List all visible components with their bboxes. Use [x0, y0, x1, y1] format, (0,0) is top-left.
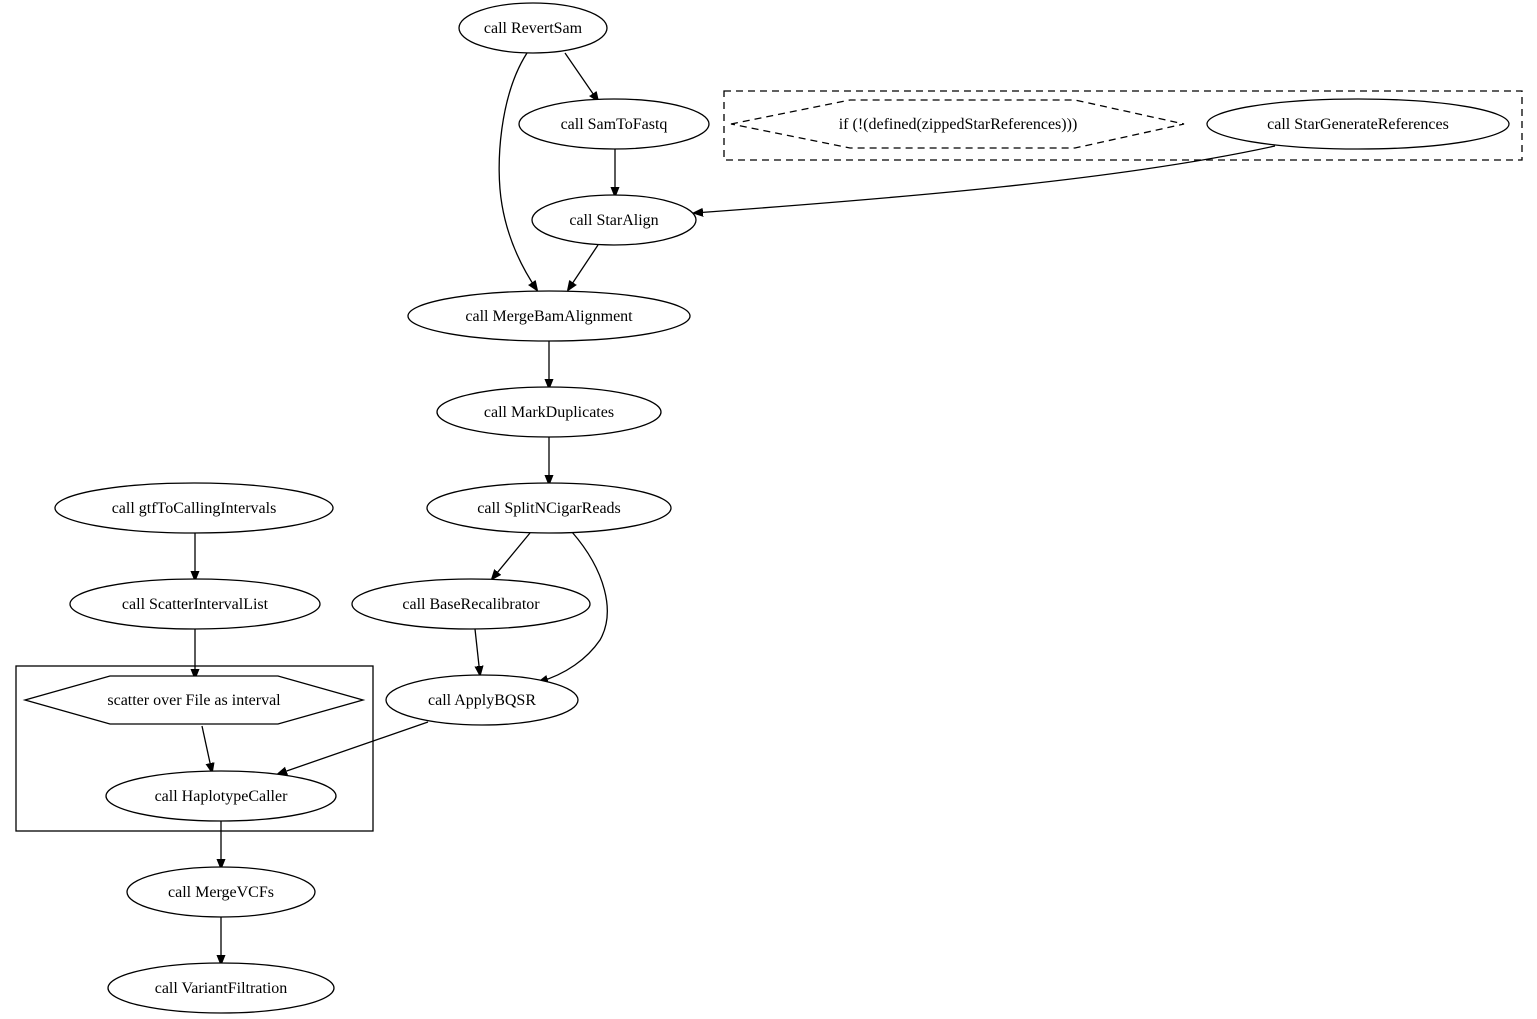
node-label: call BaseRecalibrator [402, 596, 540, 613]
node-label: call ScatterIntervalList [122, 596, 269, 613]
node-label: call MarkDuplicates [484, 404, 614, 421]
node-apply-bqsr[interactable]: call ApplyBQSR [385, 674, 579, 726]
node-mark-duplicates[interactable]: call MarkDuplicates [436, 386, 662, 438]
edge-baserecalibrator-applybqsr [475, 628, 480, 675]
edge-splitncigarreads-applybqsr [539, 531, 608, 682]
edge-stargeneratereferences-staralign [694, 145, 1276, 213]
node-label: call VariantFiltration [155, 980, 288, 997]
node-haplotype-caller[interactable]: call HaplotypeCaller [105, 770, 337, 822]
node-variant-filtration[interactable]: call VariantFiltration [107, 962, 335, 1014]
node-merge-bam-alignment[interactable]: call MergeBamAlignment [407, 290, 691, 342]
node-gtf-to-calling-intervals[interactable]: call gtfToCallingIntervals [54, 482, 334, 534]
node-label: call MergeBamAlignment [465, 308, 633, 325]
edge-revertsam-samtofastq [564, 52, 598, 101]
node-split-n-cigar-reads[interactable]: call SplitNCigarReads [426, 482, 672, 534]
node-base-recalibrator[interactable]: call BaseRecalibrator [351, 578, 591, 630]
edges [195, 52, 1276, 964]
node-revert-sam[interactable]: call RevertSam [458, 2, 608, 54]
node-label: call ApplyBQSR [428, 692, 536, 709]
node-conditional[interactable]: if (!(defined(zippedStarReferences))) [730, 99, 1185, 149]
edge-splitncigarreads-baserecalibrator [492, 532, 531, 579]
edge-staralign-mergebamalignment [568, 244, 599, 290]
node-label: call SplitNCigarReads [477, 500, 621, 517]
node-scatter[interactable]: scatter over File as interval [22, 675, 366, 725]
edge-revertsam-mergebamalignment [498, 52, 537, 290]
conditional-cluster [723, 90, 1523, 161]
node-sam-to-fastq[interactable]: call SamToFastq [518, 98, 710, 150]
node-label: call HaplotypeCaller [155, 788, 289, 805]
node-star-align[interactable]: call StarAlign [531, 194, 697, 246]
node-label: call SamToFastq [561, 116, 668, 133]
node-star-generate-references[interactable]: call StarGenerateReferences [1206, 98, 1510, 150]
edge-scatter-haplotypecaller [201, 725, 212, 772]
node-label: if (!(defined(zippedStarReferences))) [839, 116, 1078, 133]
node-label: call MergeVCFs [168, 884, 274, 901]
node-merge-vcfs[interactable]: call MergeVCFs [126, 866, 316, 918]
node-scatter-interval-list[interactable]: call ScatterIntervalList [69, 578, 321, 630]
edge-applybqsr-haplotypecaller [278, 721, 429, 774]
node-label: call StarAlign [569, 212, 658, 229]
node-label: call StarGenerateReferences [1267, 116, 1449, 133]
node-label: scatter over File as interval [107, 692, 281, 709]
node-label: call RevertSam [484, 20, 583, 37]
node-label: call gtfToCallingIntervals [112, 500, 277, 517]
